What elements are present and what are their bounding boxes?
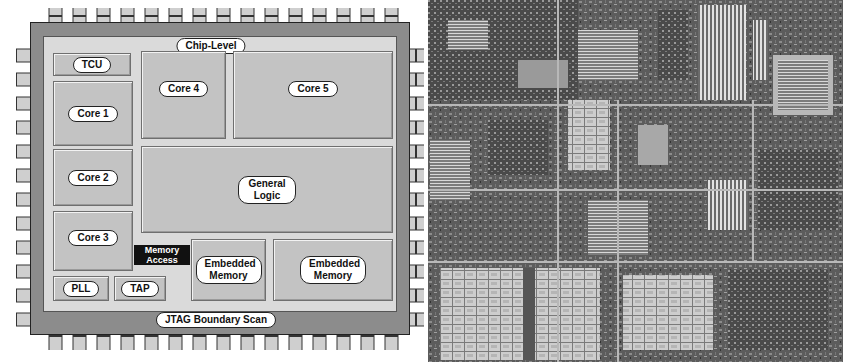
block-label: TCU (73, 57, 112, 73)
block-label: Core 2 (68, 170, 117, 186)
chip-outline: Chip-LevelJTAG Boundary ScanTCUCore 4Cor… (30, 22, 410, 335)
arrow-label: Memory Access (134, 245, 190, 265)
block-box: TAP (114, 276, 166, 301)
block-box: Embedded Memory (191, 239, 266, 301)
bottom-pins (46, 334, 406, 350)
block-box: TCU (53, 53, 131, 76)
block-box: General Logic (141, 146, 393, 233)
block-box: PLL (53, 276, 109, 301)
block-box: Core 3 (53, 211, 133, 271)
block-label: Core 4 (159, 81, 208, 97)
block-label: General Logic (238, 176, 296, 204)
block-label: Embedded Memory (196, 256, 262, 284)
block-label: Core 1 (68, 106, 117, 122)
block-box: Embedded Memory (273, 239, 393, 301)
right-pins (408, 40, 424, 328)
block-label: Embedded Memory (300, 256, 366, 284)
scan-label: JTAG Boundary Scan (156, 312, 276, 328)
block-label: PLL (63, 281, 100, 297)
block-label: Core 5 (288, 81, 337, 97)
block-box: Core 5 (233, 51, 393, 139)
block-label: Core 3 (68, 230, 117, 246)
block-box: Core 2 (53, 149, 133, 206)
block-box: Core 1 (53, 81, 133, 146)
block-label: TAP (121, 281, 158, 297)
block-box: Core 4 (141, 51, 226, 139)
die-photo (428, 0, 843, 362)
